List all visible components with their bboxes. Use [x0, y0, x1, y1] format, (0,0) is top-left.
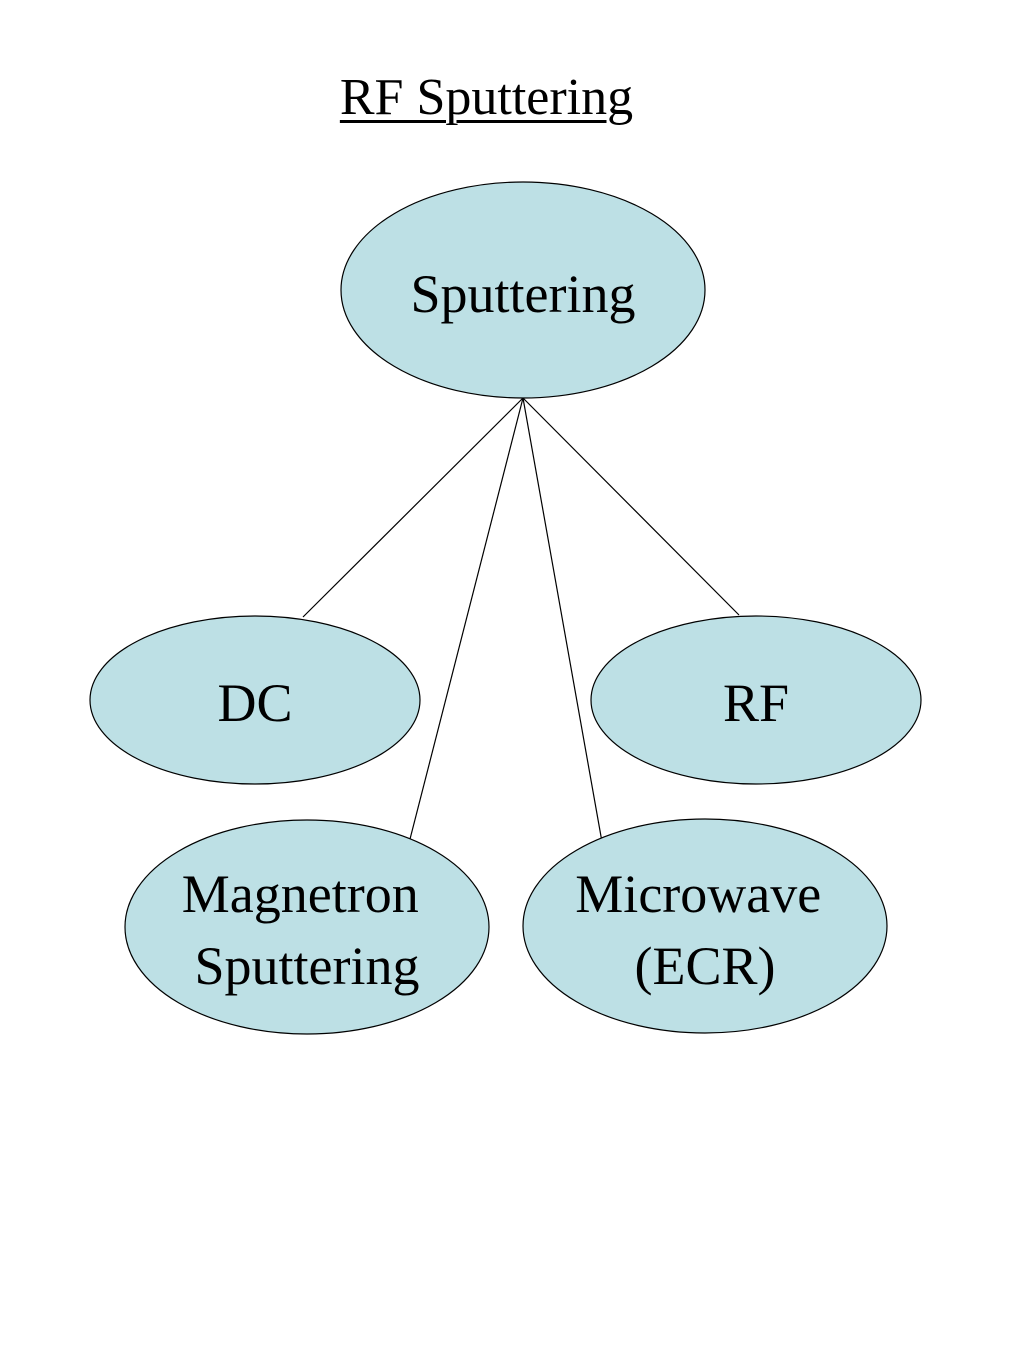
node-sputtering-shape	[340, 181, 706, 399]
connector-lines	[302, 397, 740, 844]
edge-sputtering-magnetron	[408, 397, 524, 844]
svg-text:RF: RF	[723, 673, 789, 733]
edge-sputtering-rf	[522, 397, 740, 616]
node-magnetron-label-line1: Magnetron	[182, 864, 419, 924]
svg-text:Sputtering: Sputtering	[411, 264, 636, 324]
node-dc-label: DC	[217, 673, 292, 733]
page-title: RF Sputtering	[339, 69, 634, 126]
node-magnetron-shape	[124, 819, 490, 1035]
node-microwave-ecr: Microwave (ECR)	[522, 818, 888, 1034]
node-rf-shape	[590, 615, 922, 785]
node-magnetron-sputtering: Magnetron Sputtering	[124, 819, 490, 1035]
node-microwave-label-line2: (ECR)	[635, 936, 776, 996]
node-dc: DC	[89, 615, 421, 785]
node-magnetron-label-line2: Sputtering	[195, 936, 420, 996]
node-microwave-label-line1: Microwave	[575, 864, 821, 924]
edge-sputtering-microwave	[522, 397, 603, 843]
edge-sputtering-dc	[302, 397, 524, 618]
node-sputtering-label: Sputtering	[411, 264, 636, 324]
node-dc-shape	[89, 615, 421, 785]
node-sputtering: Sputtering	[340, 181, 706, 399]
svg-text:Magnetron Sputtering: Magnetron Sputtering	[182, 864, 432, 996]
svg-text:Microwave (ECR): Microwave (ECR)	[575, 864, 834, 996]
svg-text:DC: DC	[217, 673, 292, 733]
node-rf: RF	[590, 615, 922, 785]
node-microwave-shape	[522, 818, 888, 1034]
node-rf-label: RF	[723, 673, 789, 733]
